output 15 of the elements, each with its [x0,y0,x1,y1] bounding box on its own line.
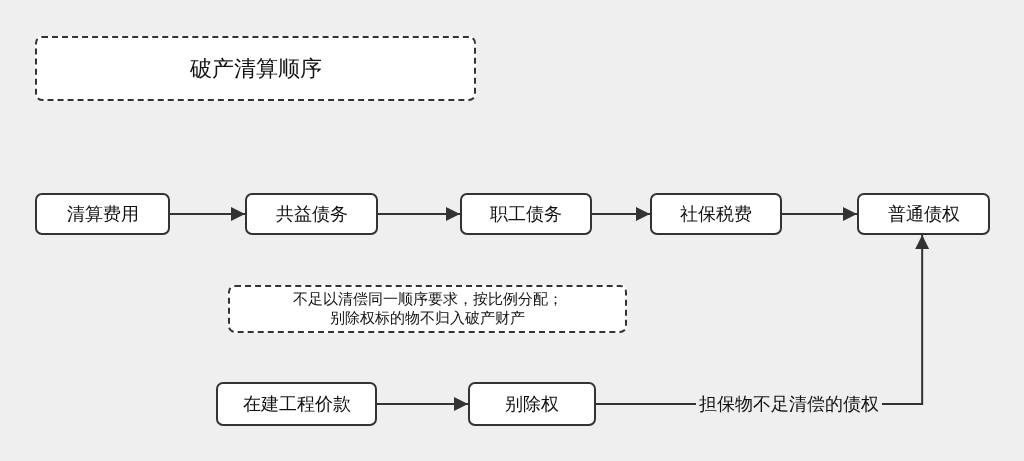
arrow [377,207,461,221]
process-box: 别除权 [468,382,596,426]
process-box: 清算费用 [35,193,170,235]
process-box: 普通债权 [857,193,990,235]
process-box: 职工债务 [460,193,592,235]
note-box: 不足以清偿同一顺序要求，按比例分配；别除权标的物不归入破产财产 [228,285,627,333]
process-box: 社保税费 [650,193,782,235]
edge-label: 担保物不足清偿的债权 [696,392,883,416]
process-box: 共益债务 [245,193,378,235]
arrow [591,207,651,221]
arrow [169,207,246,221]
arrow [376,397,469,411]
title-box: 破产清算顺序 [35,36,476,101]
process-box: 在建工程价款 [216,382,377,426]
arrow [781,207,858,221]
